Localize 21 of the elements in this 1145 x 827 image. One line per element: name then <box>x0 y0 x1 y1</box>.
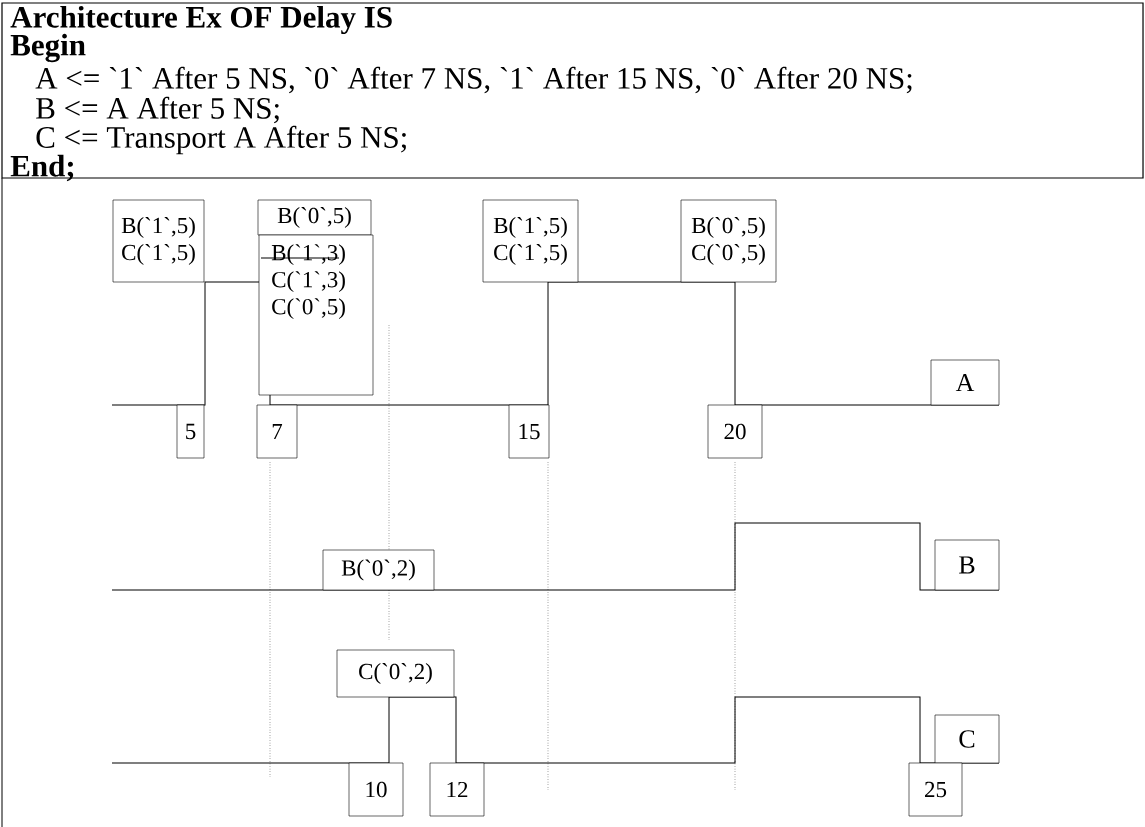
signal-name-box: A <box>930 359 1000 406</box>
code-line: A <= `1` After 5 NS, `0` After 7 NS, `1` After 15 NS, `0` After 20 NS; <box>35 66 912 94</box>
event-box: B(`1`,5) C(`1`,5) <box>482 199 579 283</box>
event-box: B(`0`,5) <box>257 199 372 236</box>
code-line: Begin <box>10 33 86 63</box>
time-box: 12 <box>429 762 485 817</box>
time-box: 5 <box>176 404 205 459</box>
event-box: B(`0`,2) <box>322 549 435 591</box>
event-box: B(`0`,5) C(`0`,5) <box>680 199 777 283</box>
event-box: C(`0`,2) <box>336 649 455 698</box>
time-box: 10 <box>348 762 404 817</box>
time-box: 7 <box>256 404 298 459</box>
code-line: C <= Transport A After 5 NS; <box>36 125 406 155</box>
code-line: End; <box>10 154 74 182</box>
time-box: 15 <box>508 404 550 459</box>
code-line: B <= A After 5 NS; <box>36 96 279 124</box>
time-box: 20 <box>707 404 763 459</box>
event-box: B(`1`,5) C(`1`,5) <box>112 199 205 283</box>
signal-name-box: B <box>934 539 1000 591</box>
signal-name-box: C <box>934 714 1000 764</box>
time-box: 25 <box>908 762 963 817</box>
